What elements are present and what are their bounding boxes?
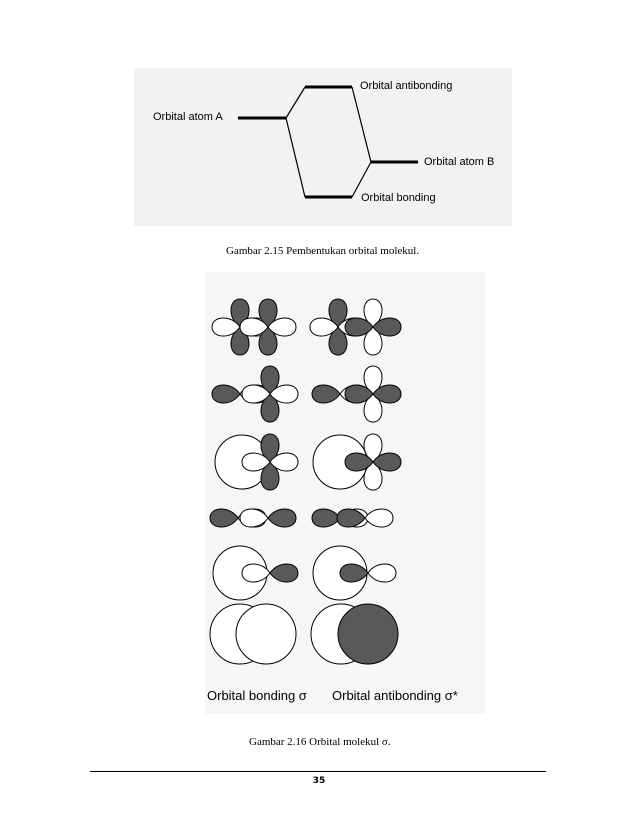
row6-bonding-s-s (210, 604, 296, 664)
row4-antibonding-p-p-axial (312, 509, 393, 527)
row6-antibonding-s-s (311, 604, 398, 664)
footer-rule (90, 771, 546, 772)
row4-bonding-p-p-axial (210, 509, 296, 527)
row3-antibonding-s-d (313, 434, 401, 490)
row3-bonding-s-d (215, 434, 298, 490)
row2-bonding-p-d (212, 366, 298, 422)
row2-antibonding-p-d (312, 366, 401, 422)
page-number: 35 (0, 776, 638, 786)
legend-orbital-antibonding-sigma: Orbital antibonding σ* (332, 688, 458, 703)
row5-antibonding-s-p (313, 546, 396, 600)
row5-bonding-s-p (213, 546, 298, 600)
figure-2-16-caption: Gambar 2.16 Orbital molekul σ. (249, 736, 391, 748)
legend-orbital-bonding-sigma: Orbital bonding σ (207, 688, 307, 703)
row1-antibonding-p-p-2 (345, 299, 401, 355)
